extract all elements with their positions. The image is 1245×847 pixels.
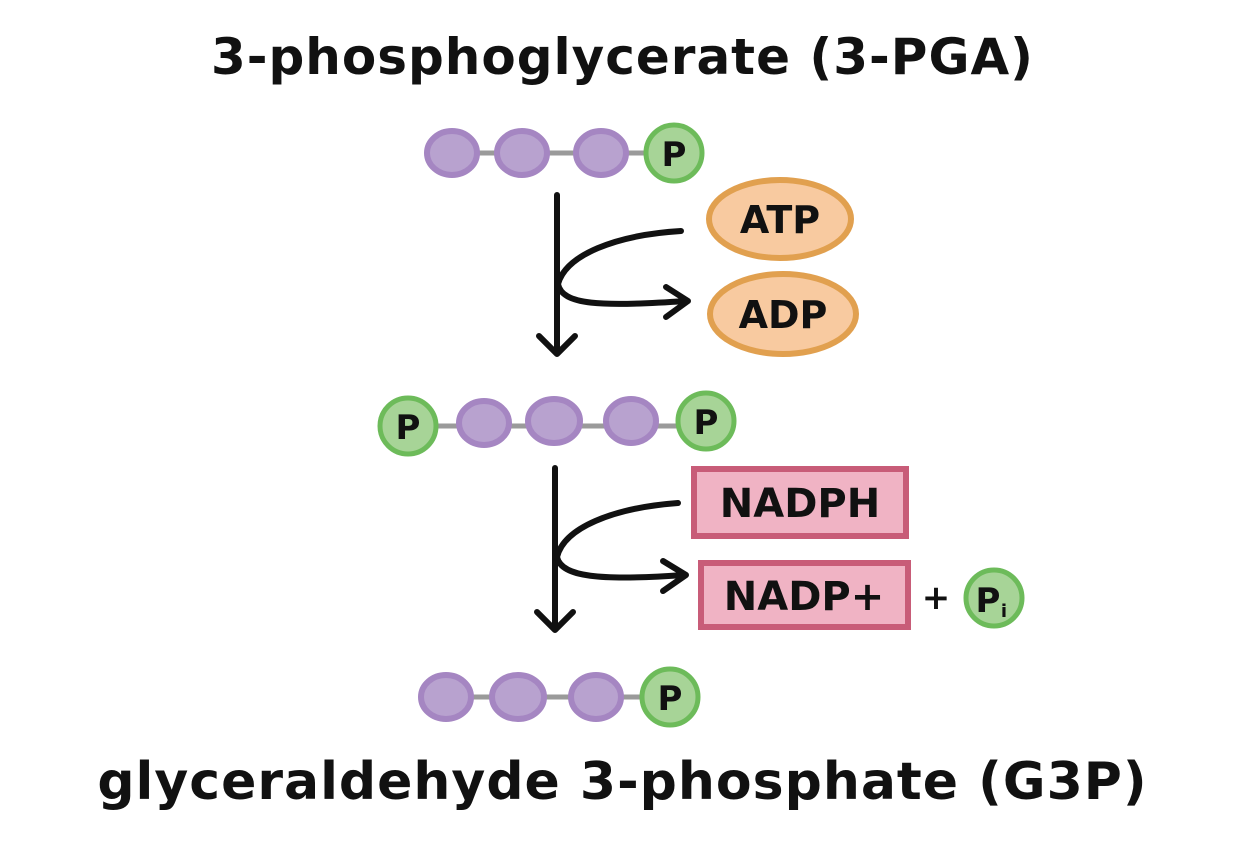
plus-sign: +	[922, 578, 951, 618]
inorganic-phosphate: P i	[963, 567, 1025, 629]
carbon-atom	[568, 672, 624, 722]
reaction-arrow-1	[536, 192, 691, 357]
phosphate-group	[377, 395, 439, 457]
phosphate-group	[643, 122, 705, 184]
molecule-3-pga: P	[424, 122, 705, 184]
curved-arrow-head	[660, 558, 689, 594]
down-arrow-head	[536, 333, 578, 357]
pi-main-label: P	[976, 581, 1001, 621]
nadph-label: NADPH	[720, 481, 880, 527]
curved-side-arrow	[554, 500, 687, 581]
phosphate-group	[639, 666, 701, 728]
phosphate-group	[675, 390, 737, 452]
atp-label: ATP	[740, 198, 820, 242]
nadph-box: NADPH	[691, 466, 909, 539]
phosphate-label: P	[396, 408, 421, 448]
adp-label: ADP	[739, 293, 828, 337]
reaction-arrow-2	[534, 465, 689, 633]
curved-side-arrow	[555, 228, 689, 307]
carbon-atom	[494, 128, 550, 178]
curved-arrow-head	[663, 284, 691, 320]
carbon-atom	[489, 672, 547, 722]
atp-bubble: ATP	[706, 177, 854, 261]
adp-bubble: ADP	[707, 271, 859, 357]
phosphate-label: P	[658, 679, 683, 719]
phosphate-label: P	[662, 135, 687, 175]
carbon-atom	[418, 672, 474, 722]
down-arrow-head	[534, 609, 576, 633]
molecule-g3p: P	[418, 666, 701, 728]
nadp-plus-label: NADP+	[724, 574, 884, 620]
carbon-atom	[525, 396, 583, 446]
carbon-atom	[424, 128, 480, 178]
title-g3p: glyceraldehyde 3-phosphate (G3P)	[97, 752, 1148, 812]
carbon-atom	[603, 396, 659, 446]
molecule-1-3-bisphosphoglycerate: P P	[377, 390, 737, 457]
carbon-atom	[573, 128, 629, 178]
pi-subscript: i	[1001, 601, 1007, 622]
title-3-pga: 3-phosphoglycerate (3-PGA)	[210, 28, 1035, 86]
nadp-plus-box: NADP+	[698, 560, 911, 630]
phosphate-label: P	[694, 403, 719, 443]
carbon-atom	[456, 398, 512, 448]
